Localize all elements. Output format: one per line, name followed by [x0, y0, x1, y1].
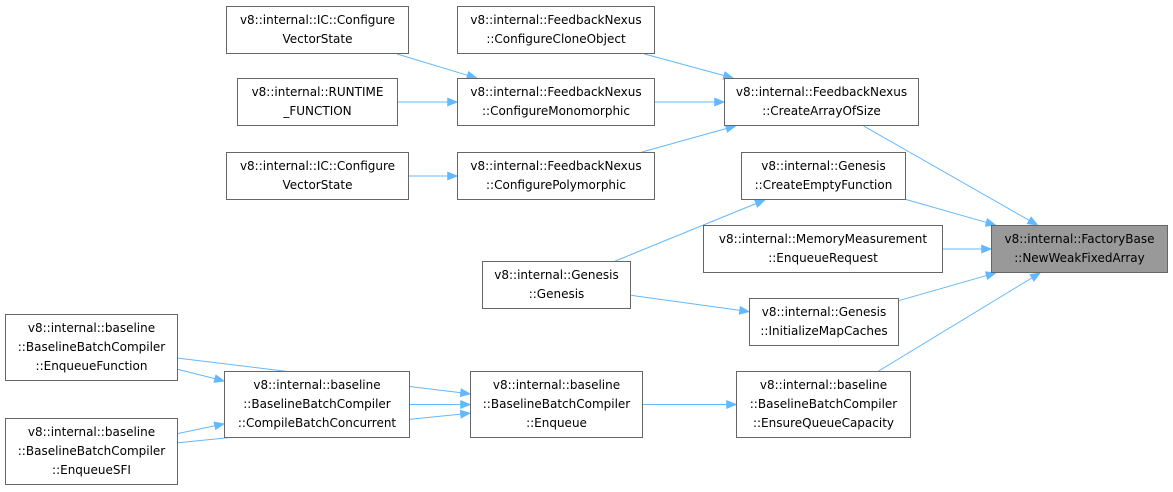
arrowhead-ic_configure_vector_state_2-to-configure_polymorphic	[447, 171, 459, 181]
edge-ic_configure_vector_state_1-to-configure_monomorphic	[396, 53, 469, 77]
node-line: ::ConfigureMonomorphic	[481, 104, 630, 118]
node-line: VectorState	[282, 178, 353, 192]
node-configure-clone-object[interactable]: v8::internal::FeedbackNexus ::ConfigureC…	[457, 6, 655, 54]
node-line: ::BaselineBatchCompiler	[482, 397, 631, 411]
node-configure-polymorphic[interactable]: v8::internal::FeedbackNexus ::ConfigureP…	[457, 152, 655, 200]
arrowhead-enqueue_request-to-target	[981, 244, 993, 254]
arrowhead-genesis-to-initialize_map_caches	[738, 305, 751, 315]
node-line: v8::internal::IC::Configure	[239, 159, 396, 173]
arrowhead-enqueue_function-to-enqueue	[459, 388, 472, 398]
edge-enqueue_sfi-to-compile_batch_concurrent	[177, 425, 217, 434]
node-line: v8::internal::FeedbackNexus	[470, 159, 642, 173]
node-line: v8::internal::baseline	[27, 425, 156, 439]
edge-configure_clone_object-to-create_array_of_size	[644, 53, 726, 77]
arrowhead-enqueue_sfi-to-compile_batch_concurrent	[213, 421, 226, 431]
node-line: v8::internal::FactoryBase	[1004, 232, 1155, 246]
arrowhead-initialize_map_caches-to-target	[984, 271, 997, 280]
node-line: VectorState	[282, 32, 353, 46]
node-line: v8::internal::baseline	[492, 378, 621, 392]
node-line: ::BaselineBatchCompiler	[243, 397, 391, 411]
node-line: ::BaselineBatchCompiler	[17, 444, 166, 458]
node-enqueue-sfi[interactable]: v8::internal::baseline ::BaselineBatchCo…	[5, 418, 178, 485]
node-line: ::NewWeakFixedArray	[1014, 251, 1145, 265]
edge-create_array_of_size-to-target	[863, 125, 1031, 222]
edge-configure_polymorphic-to-create_array_of_size	[641, 127, 728, 153]
node-ic-configure-vector-state[interactable]: v8::internal::IC::Configure VectorState	[226, 152, 409, 200]
node-genesis[interactable]: v8::internal::Genesis ::Genesis	[482, 261, 631, 309]
node-ensure-queue-capacity[interactable]: v8::internal::baseline ::BaselineBatchCo…	[736, 371, 911, 438]
edge-genesis-to-create_empty_function	[615, 202, 758, 262]
arrowhead-enqueue_sfi-to-enqueue	[459, 409, 472, 419]
node-enqueue[interactable]: v8::internal::baseline ::BaselineBatchCo…	[470, 371, 643, 438]
node-line: ::BaselineBatchCompiler	[17, 340, 166, 354]
arrowhead-create_empty_function-to-target	[984, 218, 997, 227]
arrowhead-compile_batch_concurrent-to-enqueue	[460, 400, 472, 409]
node-line: ::Genesis	[528, 287, 585, 301]
arrowhead-runtime_function-to-configure_monomorphic	[447, 97, 459, 107]
node-ic-configure-vector-state[interactable]: v8::internal::IC::Configure VectorState	[226, 6, 409, 54]
node-create-empty-function[interactable]: v8::internal::Genesis ::CreateEmptyFunct…	[741, 152, 906, 200]
node-line: v8::internal::MemoryMeasurement	[718, 232, 928, 246]
node-line: ::ConfigurePolymorphic	[486, 178, 626, 192]
node-line: v8::internal::baseline	[27, 321, 156, 335]
edge-enqueue_function-to-compile_batch_concurrent	[177, 368, 217, 380]
node-line: v8::internal::RUNTIME	[251, 85, 384, 99]
node-line: ::EnqueueRequest	[768, 251, 878, 265]
node-line: v8::internal::Genesis	[761, 159, 886, 173]
node-line: ::EnqueueFunction	[35, 359, 148, 373]
arrowhead-genesis-to-create_empty_function	[753, 199, 766, 208]
node-compile-batch-concurrent[interactable]: v8::internal::baseline ::BaselineBatchCo…	[224, 371, 410, 438]
arrowhead-ensure_queue_capacity-to-target	[1029, 272, 1042, 282]
node-line: v8::internal::FeedbackNexus	[735, 85, 908, 99]
node-create-array-of-size[interactable]: v8::internal::FeedbackNexus ::CreateArra…	[724, 78, 919, 126]
node-line: v8::internal::FeedbackNexus	[470, 85, 642, 99]
edge-initialize_map_caches-to-target	[898, 274, 988, 302]
node-line: ::Enqueue	[526, 416, 587, 430]
edge-genesis-to-initialize_map_caches	[630, 294, 742, 312]
node-target: v8::internal::FactoryBase ::NewWeakFixed…	[991, 225, 1168, 273]
node-line: ::CreateArrayOfSize	[762, 104, 881, 118]
node-line: ::EnsureQueueCapacity	[752, 416, 895, 430]
node-line: v8::internal::IC::Configure	[239, 13, 396, 27]
node-enqueue-function[interactable]: v8::internal::baseline ::BaselineBatchCo…	[5, 314, 178, 381]
arrowhead-configure_monomorphic-to-create_array_of_size	[714, 97, 726, 107]
node-line: ::ConfigureCloneObject	[486, 32, 626, 46]
node-line: ::CompileBatchConcurrent	[237, 416, 397, 430]
node-line: ::CreateEmptyFunction	[754, 178, 893, 192]
node-line: ::BaselineBatchCompiler	[749, 397, 898, 411]
arrowhead-enqueue_function-to-compile_batch_concurrent	[213, 374, 226, 383]
node-configure-monomorphic[interactable]: v8::internal::FeedbackNexus ::ConfigureM…	[457, 78, 655, 126]
node-line: ::InitializeMapCaches	[760, 324, 888, 338]
arrowhead-create_array_of_size-to-target	[1026, 216, 1039, 226]
arrowhead-enqueue-to-ensure_queue_capacity	[726, 400, 738, 409]
edge-ensure_queue_capacity-to-target	[878, 276, 1034, 372]
node-line: v8::internal::Genesis	[494, 268, 619, 282]
node-enqueue-request[interactable]: v8::internal::MemoryMeasurement ::Enqueu…	[703, 225, 943, 273]
node-runtime-function[interactable]: v8::internal::RUNTIME _FUNCTION	[237, 78, 398, 126]
node-line: v8::internal::FeedbackNexus	[470, 13, 642, 27]
node-initialize-map-caches[interactable]: v8::internal::Genesis ::InitializeMapCac…	[749, 298, 899, 346]
node-line: v8::internal::Genesis	[761, 305, 887, 319]
edge-create_empty_function-to-target	[905, 199, 988, 224]
node-line: ::EnqueueSFI	[52, 463, 131, 477]
node-line: v8::internal::baseline	[759, 378, 888, 392]
node-line: v8::internal::baseline	[253, 378, 381, 392]
node-line: _FUNCTION	[283, 104, 352, 118]
